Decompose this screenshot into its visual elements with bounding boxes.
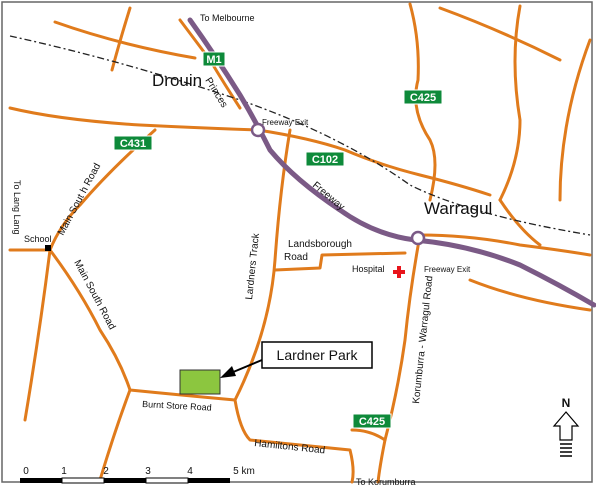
road-far-east xyxy=(558,38,592,202)
north-arrow-icon xyxy=(552,411,580,441)
dest-lang-lang: To Lang Lang xyxy=(12,180,22,235)
shield-c425-south: C425 xyxy=(352,413,392,429)
dest-korumburra: To Korumburra xyxy=(356,477,416,486)
scale-tick-label: 4 xyxy=(187,466,193,477)
road-lardners-track xyxy=(233,128,292,402)
road-east-loop xyxy=(498,4,522,202)
freeway-exit-west-marker xyxy=(250,122,266,138)
road-northwest xyxy=(53,20,197,60)
town-warragul: Warragul xyxy=(424,199,492,218)
callout-label: Lardner Park xyxy=(277,347,359,363)
hospital-icon xyxy=(393,266,405,278)
svg-text:M1: M1 xyxy=(206,54,221,66)
road-north-mid xyxy=(110,6,132,72)
road-hamiltons xyxy=(233,398,355,484)
scale-tick-label: 3 xyxy=(145,466,151,477)
scale-tick-label: 5 km xyxy=(233,466,255,477)
scale-tick-label: 1 xyxy=(61,466,67,477)
svg-text:C425: C425 xyxy=(410,92,436,104)
scale-segment xyxy=(104,478,146,483)
road-label-burnt-store: Burnt Store Road xyxy=(142,399,212,413)
svg-text:C102: C102 xyxy=(312,154,338,166)
scale-segment xyxy=(20,478,62,483)
road-warragul-east xyxy=(418,233,592,257)
hospital-label: Hospital xyxy=(352,264,385,274)
scale-segment xyxy=(145,477,189,484)
railway-line xyxy=(9,35,591,236)
school-label: School xyxy=(24,234,52,244)
road-c425-north xyxy=(408,2,437,202)
freeway-exit-east-label: Freeway Exit xyxy=(424,265,471,274)
callout-box xyxy=(261,341,373,369)
lardner-park-area xyxy=(179,369,221,395)
road-label-landsborough-2: Road xyxy=(284,252,308,263)
road-northeast xyxy=(438,6,562,62)
svg-text:C431: C431 xyxy=(120,138,146,150)
school-icon xyxy=(45,245,51,251)
road-east-lower xyxy=(468,278,592,312)
freeway xyxy=(187,17,596,308)
road-korumburra-warragul xyxy=(376,233,422,484)
road-burnt-store xyxy=(128,388,237,402)
north-label: N xyxy=(562,396,571,410)
dest-melbourne: To Melbourne xyxy=(200,13,255,23)
road-east-link xyxy=(498,198,542,247)
shield-c431: C431 xyxy=(113,135,153,151)
scale-tick-label: 0 xyxy=(23,466,29,477)
road-south-west xyxy=(98,388,132,482)
shield-m1: M1 xyxy=(202,51,226,67)
town-drouin: Drouin xyxy=(152,71,202,90)
shield-c425-north: C425 xyxy=(403,89,443,105)
road-main-south xyxy=(48,248,132,392)
scale-bar: 0 1 2 3 4 5 km xyxy=(20,466,255,484)
callout-arrowhead xyxy=(220,366,236,378)
road-drouin-warragul xyxy=(8,106,492,197)
road-west xyxy=(23,248,52,422)
road-label-landsborough-1: Landsborough xyxy=(288,239,352,250)
scale-segment xyxy=(188,478,230,483)
svg-text:C425: C425 xyxy=(359,416,385,428)
freeway-exit-east-marker xyxy=(410,230,426,246)
shield-c102: C102 xyxy=(305,151,345,167)
road-landsborough xyxy=(273,251,407,272)
freeway-exit-west-label: Freeway Exit xyxy=(262,118,309,127)
scale-tick-label: 2 xyxy=(103,466,109,477)
road-c425-south xyxy=(350,428,387,442)
scale-segment xyxy=(61,477,105,484)
map-frame xyxy=(1,1,593,483)
north-arrow: N xyxy=(552,396,580,457)
